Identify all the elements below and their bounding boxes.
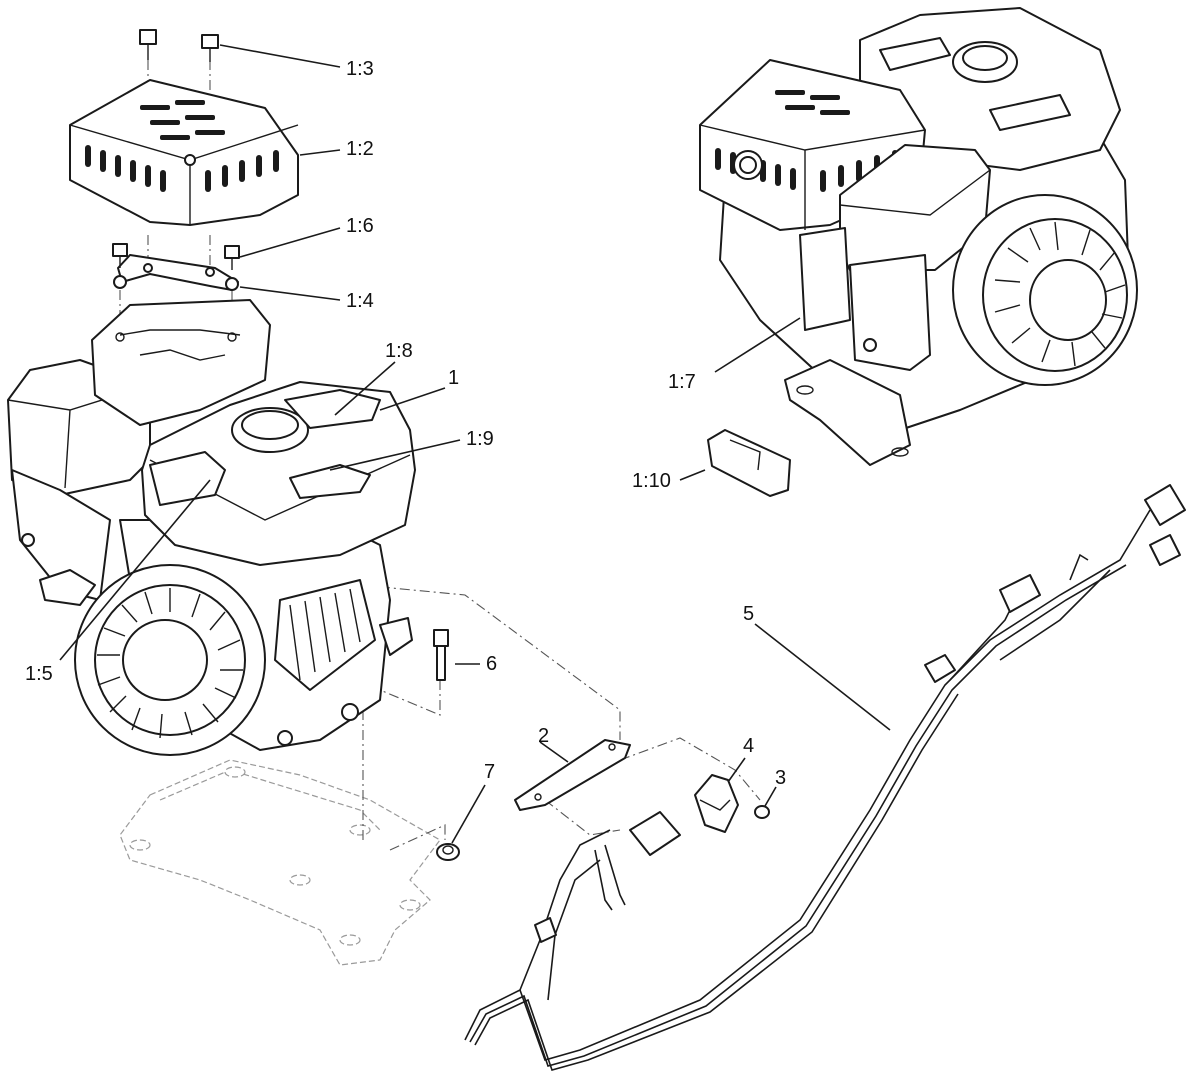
screw-3 [754,805,770,819]
callout-1-3: 1:3 [346,58,374,80]
bolt-6 [433,629,449,681]
bolt-1-6 [112,243,240,270]
callout-1-2: 1:2 [346,138,374,160]
bracket-1-4 [113,254,239,291]
callout-1-6: 1:6 [346,215,374,237]
callout-1-10: 1:10 [632,470,671,492]
wire-harness-5 [464,484,1186,1071]
callout-1-5: 1:5 [25,663,53,685]
bolt-1-3 [139,29,219,62]
callout-2: 2 [538,725,549,747]
callout-1-4: 1:4 [346,290,374,312]
sensor-4 [694,774,739,833]
callout-1: 1 [448,367,459,389]
engine-main [7,299,416,756]
callout-4: 4 [743,735,754,757]
callout-1-8: 1:8 [385,340,413,362]
muffler-cover [69,79,299,226]
bracket-2 [514,739,631,811]
callout-3: 3 [775,767,786,789]
leader-lines [59,44,891,844]
callout-1-7: 1:7 [668,371,696,393]
callout-5: 5 [743,603,754,625]
callout-6: 6 [486,653,497,675]
callout-7: 7 [484,761,495,783]
callout-1-9: 1:9 [466,428,494,450]
callout-labels: 1:3 1:2 1:6 1:4 1:8 1 1:9 1:5 6 1:7 1:10… [25,58,786,789]
mounting-plate [119,759,441,966]
nut-7 [436,843,460,861]
engine-secondary [699,7,1138,466]
bracket-1-10 [707,429,791,497]
